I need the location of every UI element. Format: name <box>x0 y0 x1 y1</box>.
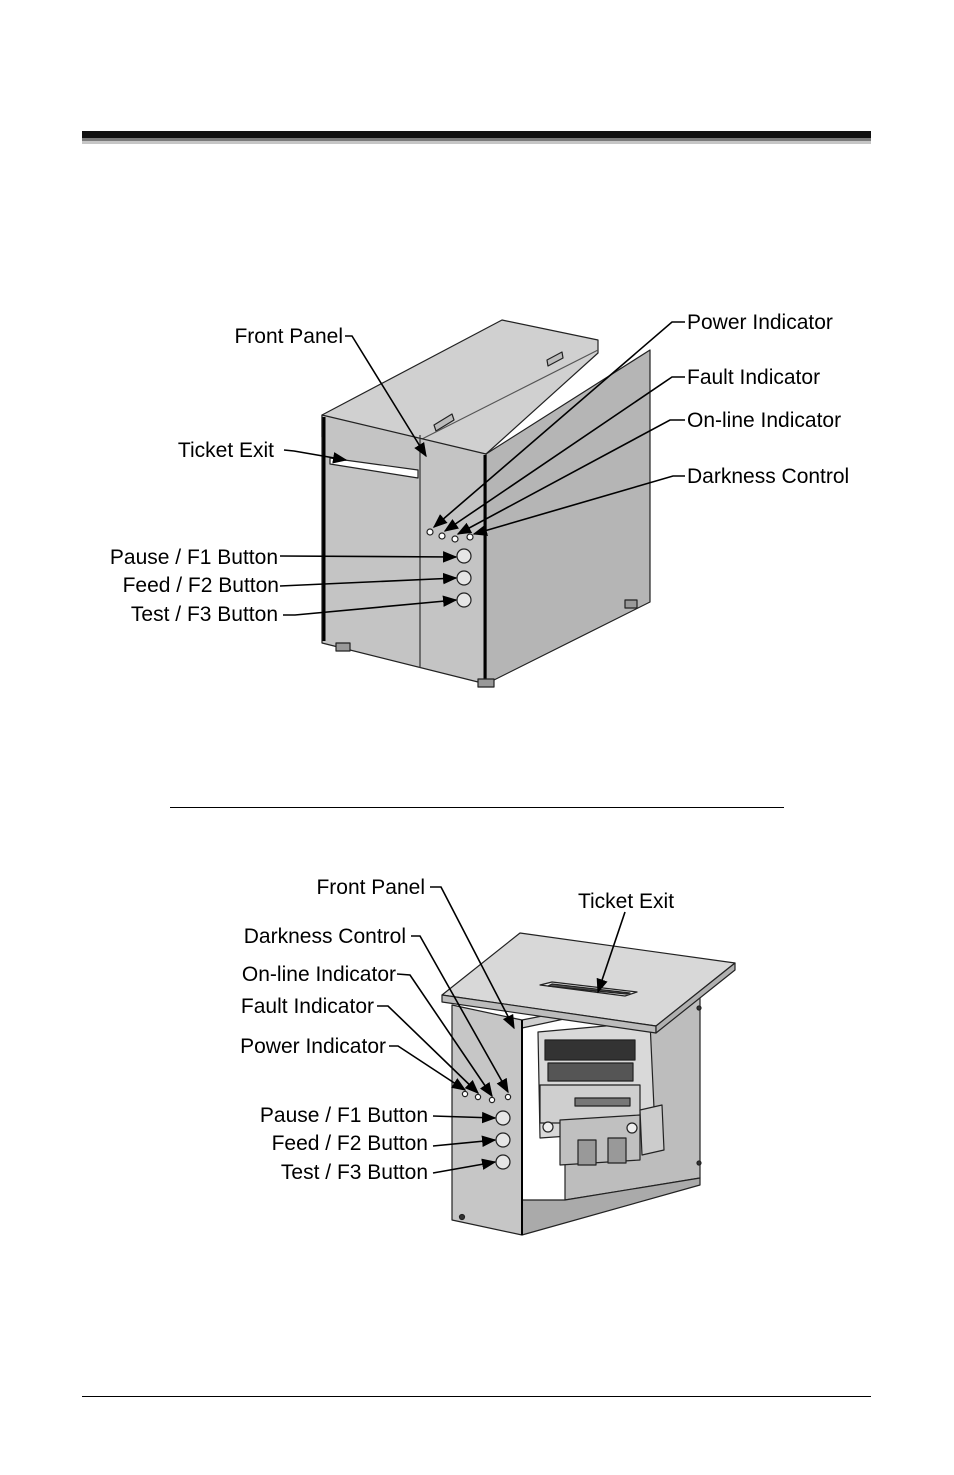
callout-fault-indicator: Fault Indicator <box>687 366 820 389</box>
footer-rule <box>82 1396 871 1397</box>
callout-front-panel: Front Panel <box>234 325 343 348</box>
print-mechanism <box>537 1021 665 1166</box>
callout-pause-button: Pause / F1 Button <box>260 1104 428 1127</box>
callout-darkness-control: Darkness Control <box>244 925 406 948</box>
callout-ticket-exit: Ticket Exit <box>178 439 274 462</box>
callout-power-indicator: Power Indicator <box>687 311 833 334</box>
callout-test-button: Test / F3 Button <box>281 1161 428 1184</box>
callout-online-indicator: On-line Indicator <box>242 963 396 986</box>
callout-front-panel: Front Panel <box>316 876 425 899</box>
callout-feed-button: Feed / F2 Button <box>123 574 279 597</box>
callout-online-indicator: On-line Indicator <box>687 409 841 432</box>
callout-pause-button: Pause / F1 Button <box>110 546 278 569</box>
callout-darkness-control: Darkness Control <box>687 465 849 488</box>
kiosk-printer-figure: Front Panel Ticket Exit Darkness Control… <box>240 876 736 1236</box>
printer-body <box>321 319 651 688</box>
header-rule <box>82 131 871 146</box>
callout-fault-indicator: Fault Indicator <box>241 995 374 1018</box>
callout-feed-button: Feed / F2 Button <box>272 1132 428 1155</box>
callout-power-indicator: Power Indicator <box>240 1035 386 1058</box>
section-divider <box>170 807 784 808</box>
callout-ticket-exit: Ticket Exit <box>578 890 674 913</box>
callout-test-button: Test / F3 Button <box>131 603 278 626</box>
desktop-printer-figure: Front Panel Ticket Exit Power Indicator … <box>110 311 849 688</box>
